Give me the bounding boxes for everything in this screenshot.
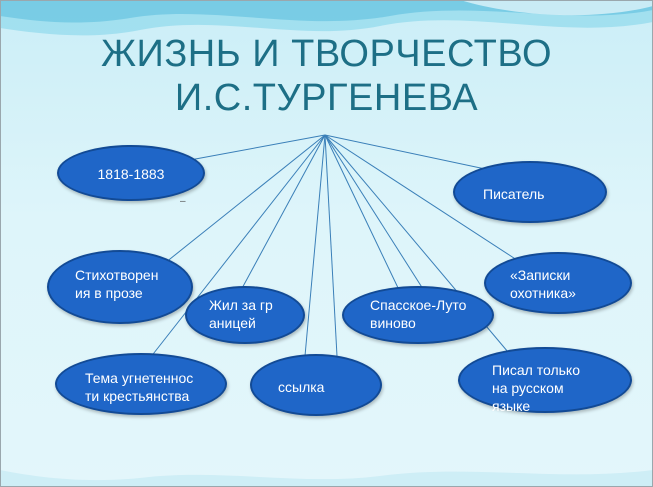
link-exile-2 [324, 134, 338, 357]
link-spasskoe [324, 134, 401, 293]
link-oppression [149, 134, 326, 359]
node-writer-label: Писатель [483, 186, 545, 202]
node-lived-abroad-label: Жил за границей [209, 297, 273, 331]
node-exile-label: ссылка [278, 379, 325, 395]
small-mark: – [180, 196, 186, 207]
link-writer [324, 134, 491, 171]
node-russian-only: Писал только на русском языке [458, 347, 632, 414]
node-writer: Писатель [453, 161, 607, 223]
link-prose-poems [149, 134, 326, 276]
title-line-2: И.С.ТУРГЕНЕВА [174, 77, 479, 119]
node-russian-only-label: Писал только на русском языке [492, 362, 580, 414]
link-spasskoe-2 [324, 134, 431, 301]
node-spasskoe: Спасское-Лутовиново [342, 286, 494, 344]
node-oppression-label: Тема угнетенности крестьянства [85, 370, 194, 404]
node-exile: ссылка [250, 354, 382, 416]
node-prose-poems: Стихотворения в прозе [47, 250, 193, 324]
link-years [189, 134, 326, 161]
title-line-1: ЖИЗНЬ И ТВОРЧЕСТВО [100, 33, 553, 75]
node-lived-abroad: Жил за границей [185, 286, 305, 344]
link-exile [304, 134, 326, 357]
node-hunter-notes: «Записки охотника» [484, 252, 632, 314]
node-hunter-notes-label: «Записки охотника» [510, 267, 576, 301]
node-years: 1818-1883 [57, 145, 205, 201]
node-years-label: 1818-1883 [97, 166, 165, 182]
node-spasskoe-label: Спасское-Лутовиново [370, 297, 467, 331]
node-oppression: Тема угнетенности крестьянства [55, 353, 227, 415]
link-lived-abroad [239, 134, 326, 293]
page-title: ЖИЗНЬ И ТВОРЧЕСТВО И.С.ТУРГЕНЕВА [0, 32, 653, 120]
node-prose-poems-label: Стихотворения в прозе [75, 267, 159, 301]
link-hunter-notes [324, 134, 521, 263]
